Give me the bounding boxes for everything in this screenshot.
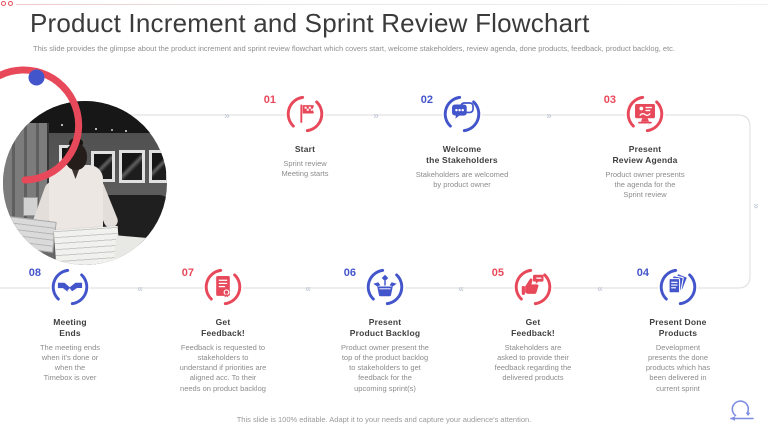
chevron-down-icon: » — [751, 203, 762, 209]
chevron-left-icon: « — [597, 284, 603, 295]
handshake-icon — [50, 267, 90, 307]
step-01-start: 01 Start Sprint review Meeting starts — [230, 93, 380, 179]
office-photo — [3, 101, 167, 265]
step-number: 07 — [181, 267, 194, 279]
step-04-present-done-products: 04 Present Done Products Development pre… — [603, 266, 753, 394]
footer-note: This slide is 100% editable. Adapt it to… — [236, 415, 532, 424]
step-description: Stakeholders are welcomed by product own… — [415, 170, 509, 190]
step-number: 05 — [491, 267, 504, 279]
step-number: 02 — [420, 94, 433, 106]
chevron-right-icon: » — [546, 111, 552, 122]
flag-icon — [285, 94, 325, 134]
step-title: Present Review Agenda — [612, 144, 678, 166]
step-description: Stakeholders are asked to provide their … — [494, 343, 572, 383]
chevron-left-icon: « — [137, 284, 143, 295]
step-number: 03 — [603, 94, 616, 106]
step-title: Start — [294, 144, 316, 154]
step-number: 08 — [28, 267, 41, 279]
step-number: 04 — [636, 267, 649, 279]
top-border-dot — [1, 1, 6, 6]
stacked-documents-icon — [658, 267, 698, 307]
chevron-right-icon: » — [224, 111, 230, 122]
step-08-meeting-ends: 08 Meeting Ends The meeting ends when it… — [0, 266, 145, 384]
step-title: Get Feedback! — [511, 317, 555, 339]
step-05-get-feedback: 05 Get Feedback! Stakeholders are asked … — [458, 266, 608, 384]
step-title: Welcome the Stakeholders — [426, 144, 498, 166]
presentation-screen-icon — [625, 94, 665, 134]
step-description: Sprint review Meeting starts — [281, 159, 329, 179]
step-title: Meeting Ends — [53, 317, 87, 339]
step-description: The meeting ends when it's done or when … — [39, 343, 101, 383]
chevron-right-icon: » — [373, 111, 379, 122]
open-box-icon — [365, 267, 405, 307]
chat-bubbles-icon — [442, 94, 482, 134]
page-subtitle: This slide provides the glimpse about th… — [33, 44, 675, 53]
sprint-loop-icon — [730, 400, 754, 421]
step-number: 06 — [343, 267, 356, 279]
step-06-present-product-backlog: 06 Present Product Backlog Product owner… — [310, 266, 460, 394]
step-title: Present Product Backlog — [349, 317, 421, 339]
chevron-left-icon: « — [458, 284, 464, 295]
chevron-left-icon: « — [305, 284, 311, 295]
step-title: Get Feedback! — [201, 317, 245, 339]
step-description: Development presents the done products w… — [645, 343, 711, 393]
top-border-dot — [8, 1, 13, 6]
step-03-present-review-agenda: 03 Present Review Agenda Product owner p… — [570, 93, 720, 200]
step-title: Present Done Products — [649, 317, 707, 339]
step-description: Feedback is requested to stakeholders to… — [179, 343, 267, 393]
step-02-welcome-stakeholders: 02 Welcome the Stakeholders Stakeholders… — [387, 93, 537, 190]
page-title: Product Increment and Sprint Review Flow… — [30, 8, 590, 38]
step-description: Product owner present the top of the pro… — [341, 343, 429, 393]
step-07-get-feedback: 07 Get Feedback! Feedback is requested t… — [148, 266, 298, 394]
thumbs-up-feedback-icon — [513, 267, 553, 307]
feedback-list-icon — [203, 267, 243, 307]
step-number: 01 — [263, 94, 276, 106]
top-border-line — [16, 4, 768, 5]
step-description: Product owner presents the agenda for th… — [605, 170, 685, 200]
